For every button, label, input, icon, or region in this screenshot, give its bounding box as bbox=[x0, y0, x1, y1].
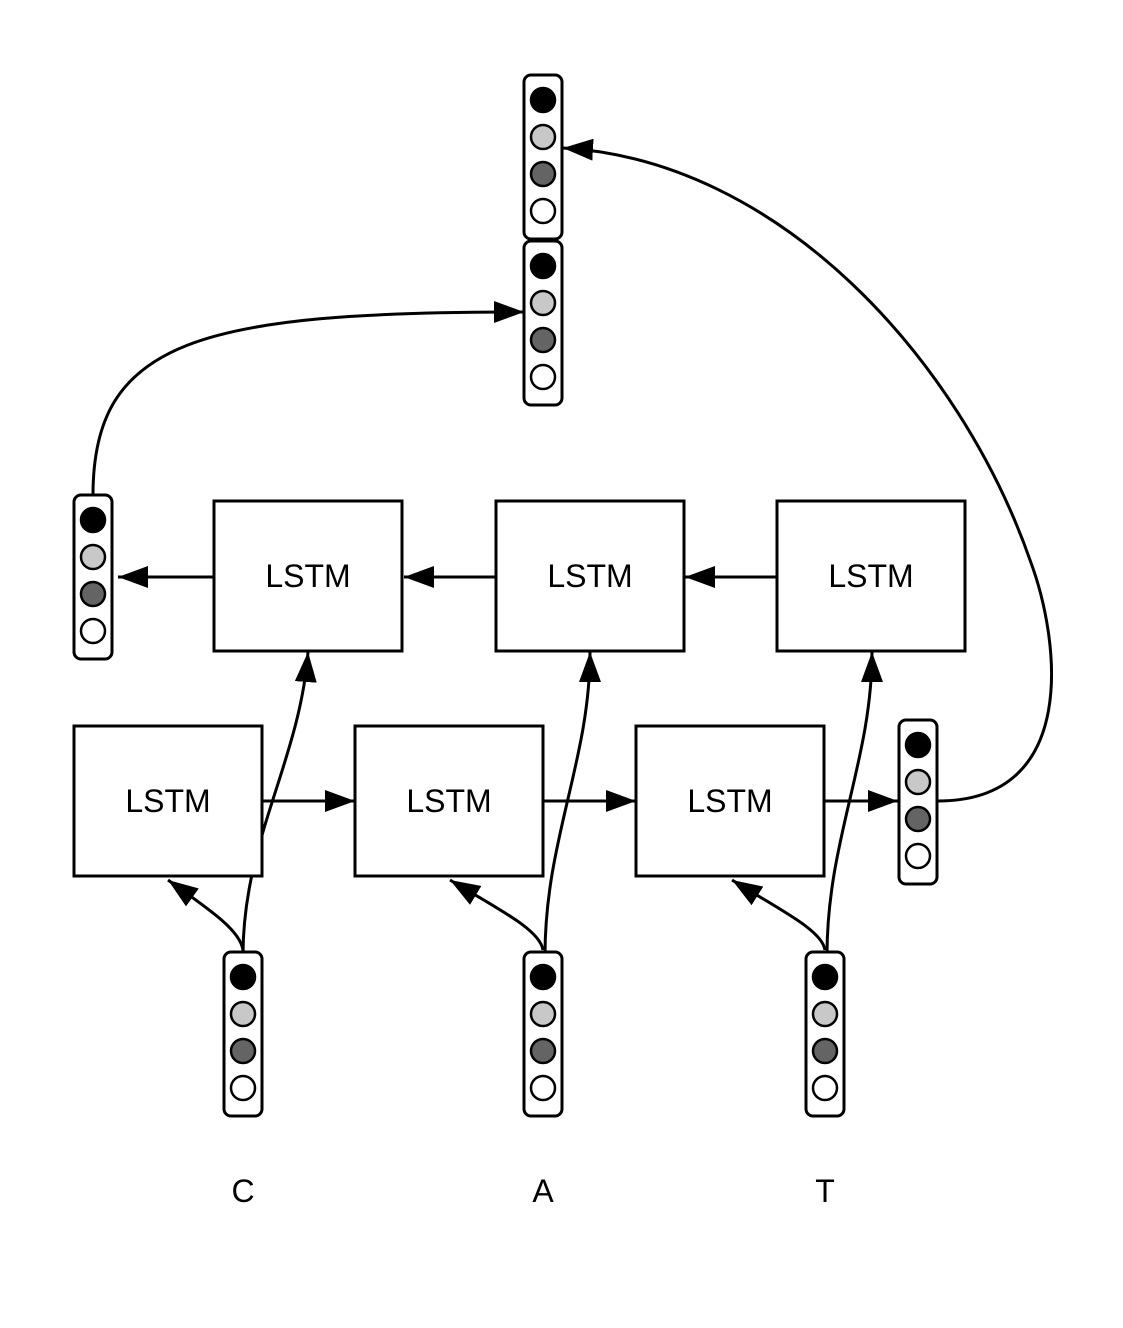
vector-frame bbox=[222, 950, 264, 1118]
vector-unit-3 bbox=[904, 805, 932, 833]
lstm-label: LSTM bbox=[828, 558, 913, 594]
edge-input-a-to-backward-lstm-2 bbox=[543, 651, 601, 956]
vector-unit-2 bbox=[529, 289, 557, 317]
vector-unit-3 bbox=[529, 160, 557, 188]
vector-unit-4 bbox=[229, 1074, 257, 1102]
vector-unit-1 bbox=[529, 252, 557, 280]
token-label-a: A bbox=[532, 1173, 554, 1209]
edges bbox=[91, 138, 1053, 956]
vector-unit-1 bbox=[529, 963, 557, 991]
vector-unit-3 bbox=[229, 1037, 257, 1065]
lstm-label: LSTM bbox=[125, 783, 210, 819]
vector-frame bbox=[804, 950, 846, 1118]
forward-output-vector bbox=[897, 718, 939, 886]
forward-lstm-2: LSTM bbox=[353, 724, 545, 878]
lstm-label: LSTM bbox=[547, 558, 632, 594]
vector-frame bbox=[522, 239, 564, 407]
vector-frame bbox=[522, 73, 564, 241]
vector-unit-2 bbox=[229, 1000, 257, 1028]
vector-unit-2 bbox=[904, 768, 932, 796]
vector-unit-3 bbox=[529, 326, 557, 354]
lstm-label: LSTM bbox=[406, 783, 491, 819]
vector-unit-4 bbox=[529, 1074, 557, 1102]
edge-input-c-to-forward-lstm-1 bbox=[167, 878, 245, 951]
vector-unit-2 bbox=[811, 1000, 839, 1028]
backward-lstm-3: LSTM bbox=[775, 499, 967, 653]
input-vector-a bbox=[522, 950, 564, 1118]
vector-unit-3 bbox=[811, 1037, 839, 1065]
vector-unit-1 bbox=[529, 86, 557, 114]
vector-unit-4 bbox=[529, 363, 557, 391]
edge-input-t-to-forward-lstm-3 bbox=[731, 878, 827, 951]
vector-unit-2 bbox=[529, 1000, 557, 1028]
vector-unit-4 bbox=[811, 1074, 839, 1102]
concat-vector-bottom bbox=[522, 239, 564, 407]
vector-unit-4 bbox=[529, 197, 557, 225]
vector-unit-1 bbox=[904, 731, 932, 759]
input-vector-c bbox=[222, 950, 264, 1118]
vector-unit-2 bbox=[79, 543, 107, 571]
vector-frame bbox=[897, 718, 939, 886]
vector-unit-4 bbox=[904, 842, 932, 870]
vector-frame bbox=[522, 950, 564, 1118]
edge-backward-output-to-concat-bottom bbox=[91, 301, 525, 496]
backward-lstm-2: LSTM bbox=[494, 499, 686, 653]
token-label-c: C bbox=[231, 1173, 254, 1209]
vector-unit-1 bbox=[229, 963, 257, 991]
edge-forward-output-to-concat-top bbox=[562, 138, 1053, 803]
vectors bbox=[72, 73, 939, 1118]
edge-input-a-to-forward-lstm-2 bbox=[449, 878, 545, 951]
forward-lstm-layer: LSTM LSTM LSTM bbox=[72, 724, 826, 878]
token-label-t: T bbox=[815, 1173, 835, 1209]
backward-output-vector bbox=[72, 493, 114, 661]
lstm-label: LSTM bbox=[265, 558, 350, 594]
vector-unit-2 bbox=[529, 123, 557, 151]
vector-unit-1 bbox=[79, 506, 107, 534]
backward-lstm-1: LSTM bbox=[212, 499, 404, 653]
vector-unit-3 bbox=[529, 1037, 557, 1065]
forward-lstm-1: LSTM bbox=[72, 724, 264, 878]
backward-lstm-layer: LSTM LSTM LSTM bbox=[212, 499, 967, 653]
forward-lstm-3: LSTM bbox=[634, 724, 826, 878]
concat-vector-top bbox=[522, 73, 564, 241]
vector-unit-3 bbox=[79, 580, 107, 608]
vector-unit-1 bbox=[811, 963, 839, 991]
vector-unit-4 bbox=[79, 617, 107, 645]
input-vector-t bbox=[804, 950, 846, 1118]
input-tokens: C A T bbox=[231, 1173, 834, 1209]
edge-input-t-to-backward-lstm-3 bbox=[825, 651, 883, 956]
vector-frame bbox=[72, 493, 114, 661]
lstm-label: LSTM bbox=[687, 783, 772, 819]
